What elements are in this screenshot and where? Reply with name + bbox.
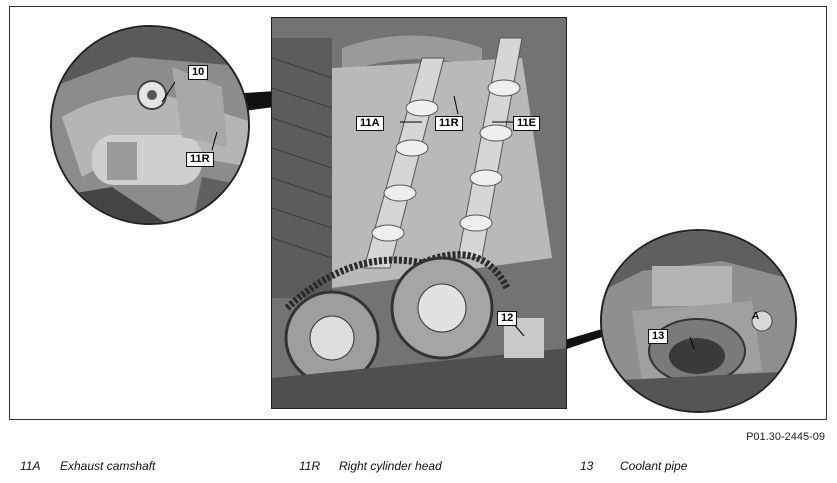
legend-code: 13: [580, 459, 594, 473]
legend-code: 11A: [20, 459, 41, 473]
callout-11e: 11E: [513, 116, 540, 131]
callout-11r: 11R: [435, 116, 463, 131]
detail-circle-left: 10 11R: [50, 25, 250, 225]
figure-id: P01.30-2445-09: [746, 431, 825, 443]
callout-10: 10: [188, 65, 209, 80]
callout-13: 13: [648, 329, 669, 344]
callout-11a: 11A: [356, 116, 384, 131]
legend-code: 11R: [299, 459, 321, 473]
callout-11r-detail: 11R: [186, 152, 214, 167]
marker-a: A: [752, 311, 760, 322]
legend: 11A Exhaust camshaft 11R Right cylinder …: [0, 459, 837, 477]
detail-circle-right: 13 A: [600, 229, 797, 413]
legend-text: Coolant pipe: [620, 459, 688, 473]
legend-text: Right cylinder head: [339, 459, 442, 473]
callout-12: 12: [497, 311, 518, 326]
legend-text: Exhaust camshaft: [60, 459, 156, 473]
figure-frame: 10 11R: [9, 6, 827, 420]
engine-photo: 11A 11R 11E 12: [271, 17, 567, 409]
